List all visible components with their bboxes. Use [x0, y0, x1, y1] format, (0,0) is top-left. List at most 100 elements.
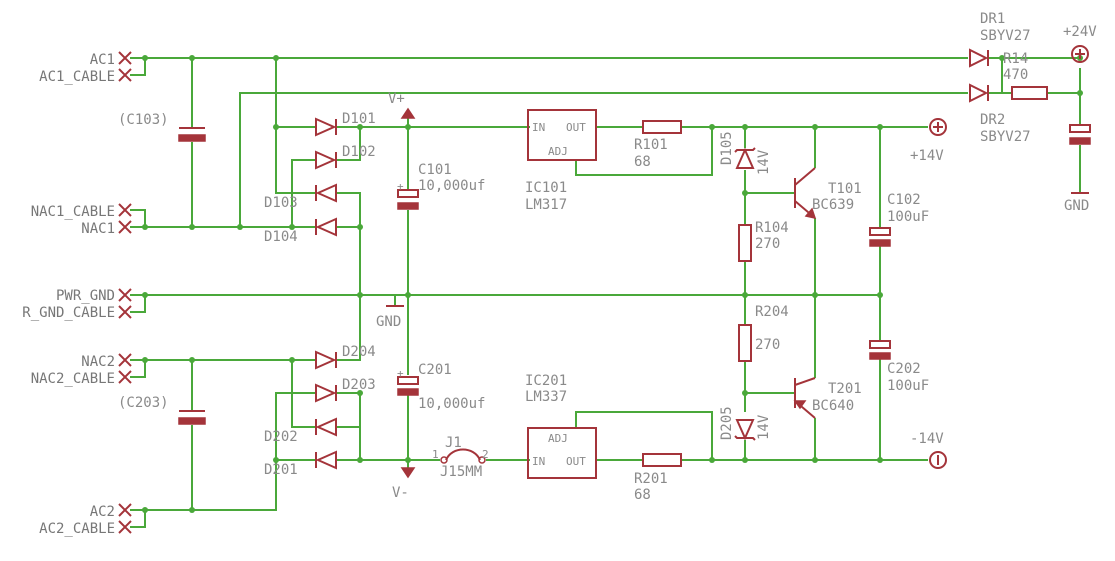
- label-d201: D201: [264, 462, 298, 478]
- label-d205: D205: [719, 406, 735, 440]
- resistor-r14: [1011, 86, 1048, 100]
- resistor-r204: [738, 324, 752, 362]
- capacitor-c103: [178, 127, 206, 142]
- label-d202: D202: [264, 429, 298, 445]
- label-j1-pin1: 1: [432, 448, 439, 461]
- connector-pins: [118, 51, 132, 534]
- label-c202: C202: [887, 361, 921, 377]
- label-nac1: NAC1: [81, 221, 115, 237]
- label-ic201-adj: ADJ: [548, 432, 568, 445]
- label-r201-value: 68: [634, 487, 651, 503]
- diode-dr1: [969, 48, 989, 68]
- label-c201-value: 10,000uf: [418, 396, 485, 412]
- label-vplus: V+: [388, 91, 405, 107]
- resistor-r201: [642, 453, 682, 467]
- label-ac1: AC1: [90, 52, 115, 68]
- capacitor-c202: [869, 340, 891, 360]
- label-r104: R104: [755, 220, 789, 236]
- label-ic201-out: OUT: [566, 455, 586, 468]
- label-d103: D103: [264, 195, 298, 211]
- label-d204: D204: [342, 344, 376, 360]
- regulator-ic201: [527, 427, 597, 479]
- label-dr1-value: SBYV27: [980, 28, 1031, 44]
- label-dr2-value: SBYV27: [980, 129, 1031, 145]
- diode-d102: [315, 150, 337, 170]
- label-ic101-adj: ADJ: [548, 145, 568, 158]
- label-ac2: AC2: [90, 504, 115, 520]
- label-r204-value: 270: [755, 337, 780, 353]
- label-ic201: IC201: [525, 373, 567, 389]
- diode-d103: [315, 183, 337, 203]
- label-c101-value: 10,000uf: [418, 178, 485, 194]
- capacitor-c101: +: [397, 180, 419, 210]
- label-gnd-right: GND: [1064, 198, 1089, 214]
- capacitor-c201: +: [397, 367, 419, 396]
- svg-text:+: +: [397, 180, 404, 193]
- label-t101-value: BC639: [812, 197, 854, 213]
- label-ic101-out: OUT: [566, 121, 586, 134]
- label-dr1: DR1: [980, 11, 1005, 27]
- label-d104: D104: [264, 229, 298, 245]
- label-gnd: GND: [376, 314, 401, 330]
- label-t101: T101: [828, 181, 862, 197]
- diode-d101: [315, 117, 337, 137]
- capacitor-24v: [1069, 124, 1091, 145]
- plus24-terminal: [1071, 45, 1089, 63]
- resistor-r101: [642, 120, 682, 134]
- regulator-ic101: [527, 109, 597, 161]
- label-r14-value: 470: [1003, 67, 1028, 83]
- diode-dr2: [969, 83, 989, 103]
- label-d102: D102: [342, 144, 376, 160]
- transistor-t201: [793, 377, 816, 419]
- diode-d204: [315, 350, 337, 370]
- vplus-arrow: [400, 107, 416, 119]
- junctions: [142, 55, 1083, 513]
- capacitor-c203: [178, 410, 206, 425]
- diode-d201: [315, 450, 337, 470]
- labels: AC1 AC1_CABLE NAC1_CABLE NAC1 PWR_GND R_…: [22, 11, 1097, 537]
- label-d105-value: 14V: [756, 149, 772, 175]
- label-c203: (C203): [118, 395, 169, 411]
- vminus-arrow: [400, 467, 416, 479]
- label-t201-value: BC640: [812, 398, 854, 414]
- label-c102-value: 100uF: [887, 209, 929, 225]
- label-vminus: V-: [392, 485, 409, 501]
- label-ac2-cable: AC2_CABLE: [39, 521, 115, 537]
- svg-text:+: +: [397, 367, 404, 380]
- label-ic201-value: LM337: [525, 389, 567, 405]
- zener-d105: [734, 147, 756, 169]
- label-d205-value: 14V: [756, 414, 772, 440]
- label-r101: R101: [634, 137, 668, 153]
- minus14-terminal: [929, 451, 947, 469]
- label-plus24: +24V: [1063, 24, 1097, 40]
- resistor-r104: [738, 224, 752, 262]
- label-pwr-gnd: PWR_GND: [56, 288, 115, 304]
- label-c102: C102: [887, 192, 921, 208]
- transistor-t101: [794, 167, 817, 220]
- plus14-terminal: [929, 118, 947, 136]
- label-j1-pin2: 2: [482, 448, 489, 461]
- label-ic101-in: IN: [532, 121, 545, 134]
- label-r204: R204: [755, 304, 789, 320]
- label-d203: D203: [342, 377, 376, 393]
- label-r201: R201: [634, 471, 668, 487]
- diode-d202: [315, 417, 337, 437]
- label-j1-value: J15MM: [440, 464, 482, 480]
- label-j1: J1: [445, 435, 462, 451]
- label-c202-value: 100uF: [887, 378, 929, 394]
- label-ic101: IC101: [525, 180, 567, 196]
- label-ic101-value: LM317: [525, 197, 567, 213]
- label-c103: (C103): [118, 112, 169, 128]
- diode-d203: [315, 383, 337, 403]
- label-ac1-cable: AC1_CABLE: [39, 69, 115, 85]
- label-r14: R14: [1003, 51, 1028, 67]
- jumper-j1: [440, 448, 486, 464]
- label-d101: D101: [342, 111, 376, 127]
- diode-d104: [315, 217, 337, 237]
- label-nac1-cable: NAC1_CABLE: [31, 204, 115, 220]
- label-d105: D105: [719, 131, 735, 165]
- label-t201: T201: [828, 381, 862, 397]
- label-r101-value: 68: [634, 154, 651, 170]
- label-nac2: NAC2: [81, 354, 115, 370]
- label-minus14: -14V: [910, 431, 944, 447]
